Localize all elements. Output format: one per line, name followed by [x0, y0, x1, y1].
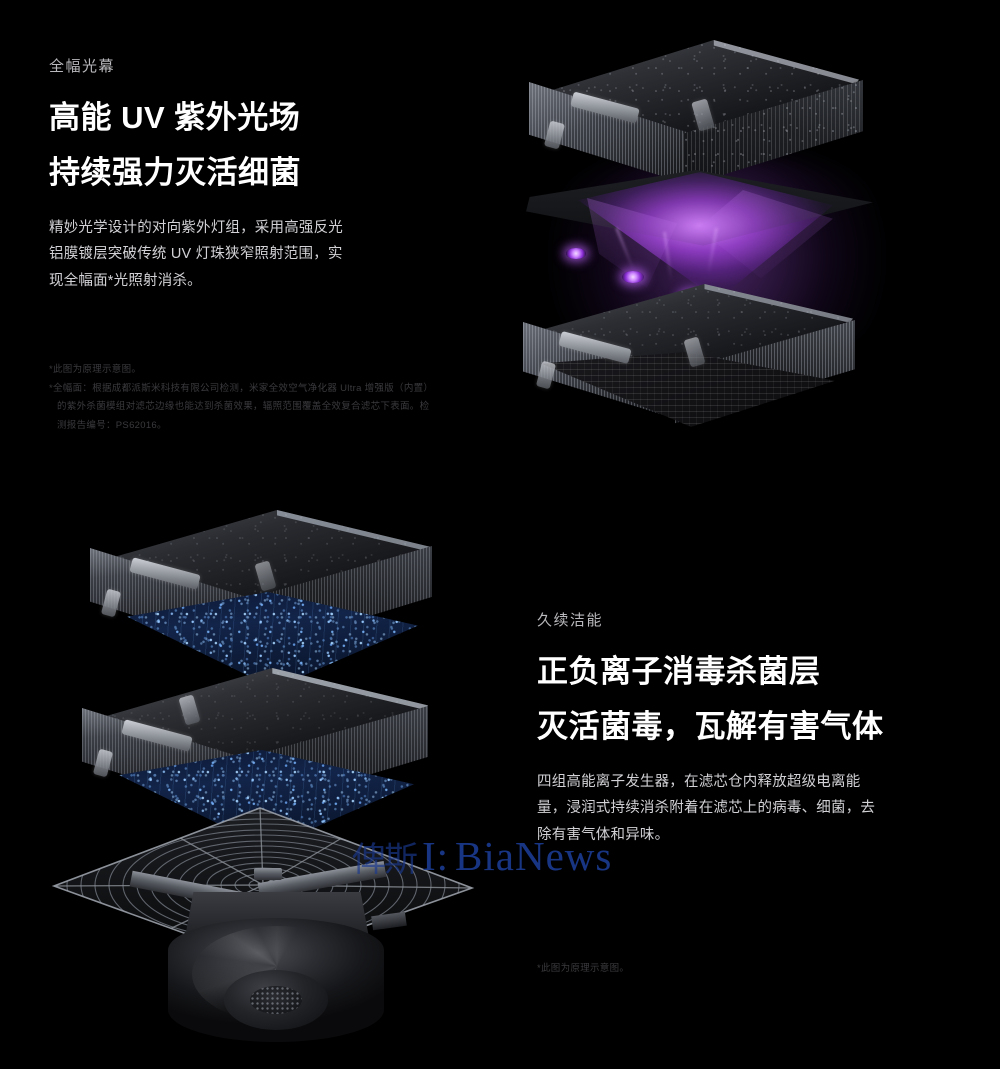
uv-eyebrow-label: 全幅光幕: [49, 58, 116, 75]
ion-footnote-1: *此图为原理示意图。: [537, 963, 630, 974]
uv-headline-line-1: 高能 UV 紫外光场: [49, 100, 301, 135]
ion-headline-line-2: 灭活菌毒，瓦解有害气体: [537, 708, 884, 744]
uv-body-line-2: 铝膜镀层突破传统 UV 灯珠狭窄照射范围，实: [49, 246, 343, 263]
uv-footnote-2: *全幅面：根据成都派斯米科技有限公司检测，米家全效空气净化器 Ultra 增强版…: [49, 382, 434, 394]
ion-text-block: 久续洁能 正负离子消毒杀菌层 灭活菌毒，瓦解有害气体 四组高能离子发生器，在滤芯…: [537, 612, 937, 849]
ion-footnotes: *此图为原理示意图。: [537, 960, 837, 979]
uv-text-block: 全幅光幕 高能 UV 紫外光场 持续强力灭活细菌 精妙光学设计的对向紫外灯组，采…: [49, 58, 449, 295]
uv-body-line-1: 精妙光学设计的对向紫外灯组，采用高强反光: [49, 219, 343, 236]
fan-hub-vent: [250, 986, 302, 1014]
uv-module-artwork: [487, 22, 987, 452]
ion-body-line-3: 除有害气体和异味。: [537, 827, 670, 844]
ion-body-line-2: 量，浸润式持续消杀附着在滤芯上的病毒、细菌，去: [537, 800, 876, 817]
uv-footnote-4: 测报告编号：PS62016。: [57, 419, 167, 431]
ion-headline-line-1: 正负离子消毒杀菌层: [537, 654, 821, 689]
exploded-view-artwork: [42, 500, 512, 1060]
uv-body-line-3: 现全幅面*光照射消杀。: [49, 273, 202, 290]
uv-footnote-1: *此图为原理示意图。: [49, 364, 142, 375]
ion-eyebrow-label: 久续洁能: [537, 612, 604, 629]
uv-footnotes: *此图为原理示意图。 *全幅面：根据成都派斯米科技有限公司检测，米家全效空气净化…: [49, 361, 499, 435]
uv-led-emitter: [622, 271, 644, 283]
fan-bracket-tab: [254, 868, 282, 880]
uv-headline-line-2: 持续强力灭活细菌: [49, 154, 301, 190]
uv-footnote-3: 的紫外杀菌模组对滤芯边缘也能达到杀菌效果，辐照范围覆盖全效复合滤芯下表面。检: [57, 401, 430, 413]
uv-led-emitter: [566, 248, 586, 259]
ion-body-line-1: 四组高能离子发生器，在滤芯仓内释放超级电离能: [537, 773, 861, 790]
